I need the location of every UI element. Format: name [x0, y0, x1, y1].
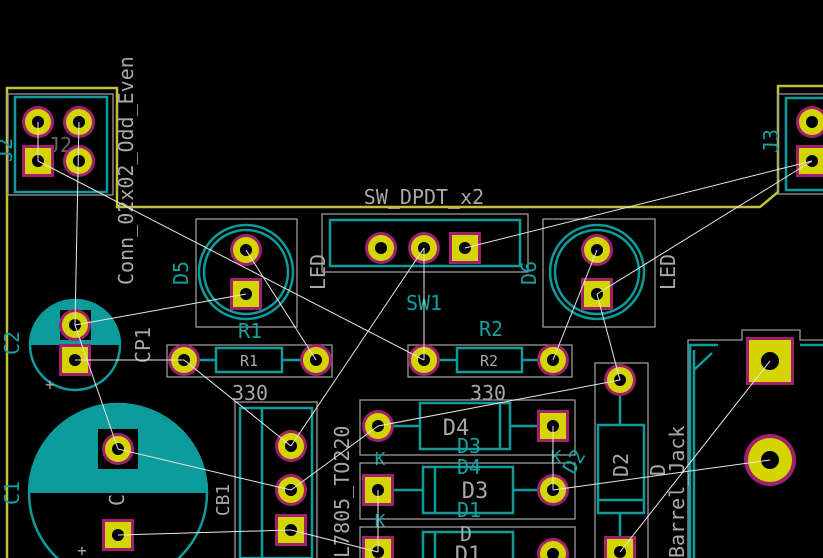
d2-cathode-label: K: [551, 447, 562, 468]
footprint-c2[interactable]: C2 CP1 +: [0, 298, 155, 394]
ratsnest: [37, 121, 813, 553]
footprint-sw1[interactable]: SW_DPDT_x2 SW1: [321, 185, 529, 315]
pad[interactable]: [796, 145, 823, 177]
u1-value: L7805_TO220: [330, 426, 354, 558]
footprint-j3[interactable]: J3: [759, 93, 823, 195]
d2-body-label: D2: [609, 453, 633, 477]
r1-value: 330: [232, 381, 268, 405]
d4-body-label: D4: [443, 416, 470, 441]
cb1-ref: CB1: [213, 484, 234, 517]
d5-value: LED: [306, 254, 330, 290]
j2-ref: J2: [0, 138, 17, 162]
d2-value: D: [646, 464, 670, 476]
footprint-j2[interactable]: J2 J2 Conn_02x02_Odd_Even: [0, 56, 138, 285]
barrel-jack-value: Barrel_Jack: [665, 426, 689, 558]
footprint-r1[interactable]: R1 R1 330: [166, 319, 333, 405]
sw1-value: SW_DPDT_x2: [364, 185, 484, 209]
footprint-d4[interactable]: D4 K: [359, 399, 576, 470]
r1-ref: R1: [238, 319, 262, 343]
c2-value: CP1: [131, 327, 155, 363]
d4-cathode-label: K: [375, 449, 386, 470]
pad[interactable]: [63, 145, 95, 177]
d2-ref: D2: [558, 445, 591, 478]
footprint-d1[interactable]: D D1: [359, 522, 576, 558]
r2-body-label: R2: [480, 352, 498, 370]
c1-ref: C1: [0, 481, 24, 505]
pad[interactable]: [365, 232, 397, 264]
c2-ref: C2: [0, 331, 24, 355]
footprint-u1[interactable]: L7805_TO220: [234, 401, 354, 558]
d3-ref: D3: [457, 434, 481, 458]
r2-ref: R2: [479, 317, 503, 341]
r2-value: 330: [470, 381, 506, 405]
footprint-d2[interactable]: D2 D: [594, 362, 670, 558]
d1-ref: D1: [457, 498, 481, 522]
d3-body-label: D3: [462, 479, 489, 504]
d1-value: D: [460, 522, 472, 546]
c1-value: C: [105, 494, 129, 506]
pad[interactable]: [796, 106, 823, 138]
footprint-d3[interactable]: D3 K K D1 D2: [359, 445, 591, 532]
d5-ref: D5: [169, 261, 193, 285]
footprint-c1[interactable]: C1 C + CB1: [0, 402, 234, 558]
d1-body-label: D1: [455, 543, 482, 558]
footprint-r2[interactable]: R2 R2 330: [407, 317, 573, 405]
c1-plus: +: [77, 541, 87, 558]
footprint-d5[interactable]: D5 LED: [169, 218, 330, 328]
d6-ref: D6: [517, 261, 541, 285]
j3-ref: J3: [759, 129, 783, 153]
j2-value: Conn_02x02_Odd_Even: [114, 56, 138, 285]
pad[interactable]: [604, 536, 636, 558]
footprint-d6[interactable]: D6 LED: [517, 218, 680, 328]
d6-value: LED: [656, 254, 680, 290]
footprint-barrel-jack[interactable]: Barrel_Jack: [665, 329, 823, 558]
c2-plus: +: [45, 375, 55, 394]
d3-cathode-label: K: [375, 511, 386, 532]
pad[interactable]: [537, 538, 569, 558]
overlay-ref-labels: D3 D4: [457, 434, 481, 479]
r1-body-label: R1: [240, 352, 258, 370]
d4-ref: D4: [457, 455, 481, 479]
